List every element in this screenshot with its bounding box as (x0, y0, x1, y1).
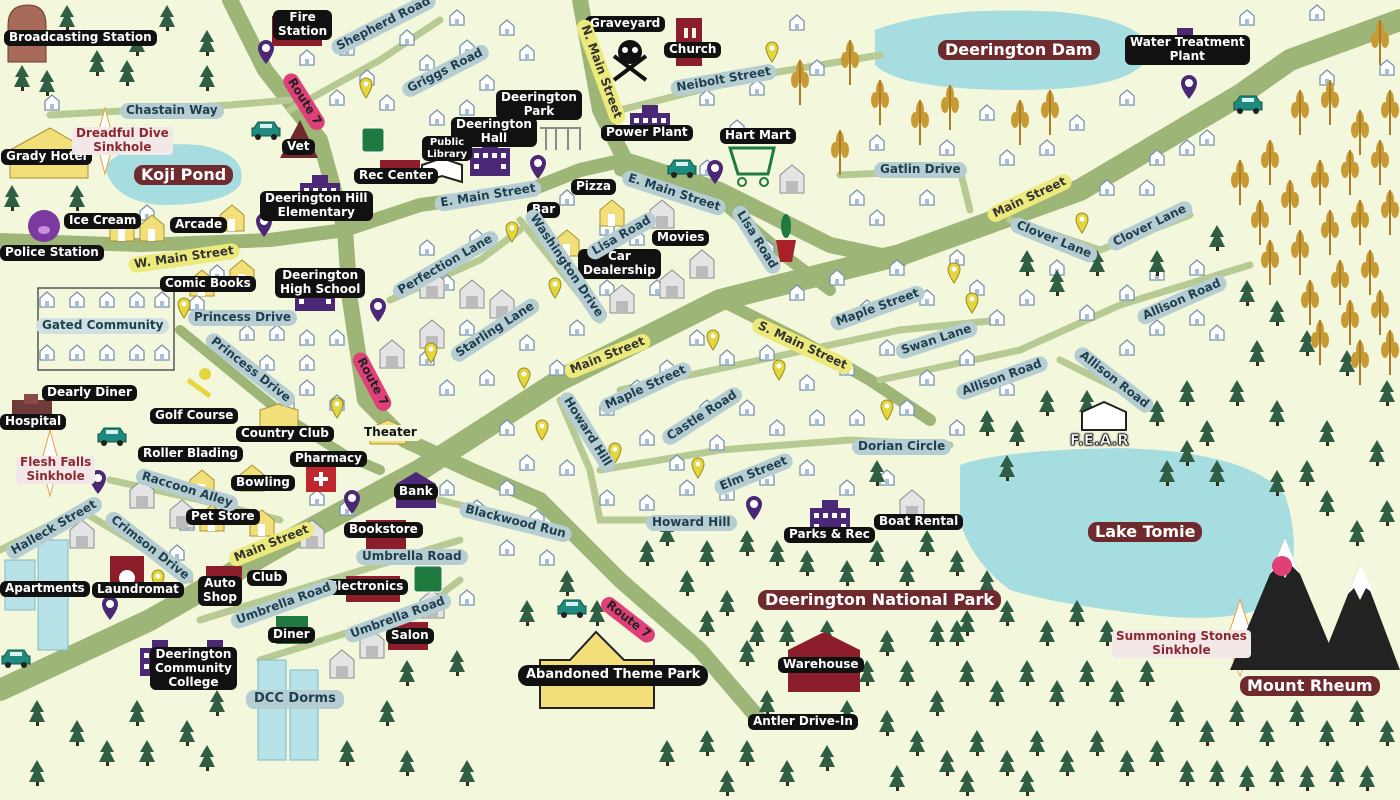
police-station-label: Police Station (0, 245, 104, 261)
mug-icon-2 (413, 565, 443, 593)
pig-icon (28, 210, 60, 242)
fear-label: F.E.A.R (1070, 431, 1129, 449)
power-plant-label: Power Plant (601, 125, 693, 141)
arcade-label: Arcade (170, 217, 228, 233)
koji-pond-label: Koji Pond (134, 165, 234, 186)
deerington-park-playground (540, 127, 581, 150)
dcc-dorms-label: DCC Dorms (246, 690, 344, 709)
pharmacy-building (306, 466, 336, 492)
bowling-label: Bowling (231, 475, 295, 491)
warehouse-label: Warehouse (778, 657, 864, 673)
community-college-label: Deerington Community College (150, 647, 237, 691)
ice-cream-label: Ice Cream (64, 213, 142, 229)
dreadful-dive-sinkhole-label: Dreadful Dive Sinkhole (72, 126, 173, 155)
broadcasting-station-label: Broadcasting Station (4, 30, 157, 46)
gated-community-label: Gated Community (36, 318, 170, 334)
princess-drive-label-1: Princess Drive (188, 310, 298, 326)
movies-label: Movies (652, 230, 710, 246)
roller-blading-label: Roller Blading (138, 446, 244, 462)
diner-label: Diner (268, 627, 315, 643)
boat-rental-label: Boat Rental (874, 514, 964, 530)
national-park-label: Deerington National Park (758, 590, 1001, 611)
chastain-road (46, 96, 294, 119)
vet-label: Vet (282, 139, 315, 155)
pet-store-label: Pet Store (186, 509, 260, 525)
summoning-stones-sinkhole-label: Summoning Stones Sinkhole (1112, 629, 1251, 658)
fear-building (1081, 400, 1127, 431)
mount-rheum-label: Mount Rheum (1240, 676, 1380, 697)
graveyard-label: Graveyard (585, 16, 666, 32)
high-school-label: Deerington High School (275, 268, 366, 298)
hart-mart-cart (727, 146, 776, 187)
elementary-label: Deerington Hill Elementary (260, 191, 373, 221)
country-club-label: Country Club (236, 426, 334, 442)
allison-road (876, 261, 1254, 384)
lake-tomie-label: Lake Tomie (1088, 522, 1203, 543)
hart-mart-label: Hart Mart (720, 128, 796, 144)
golfer-icon (186, 368, 212, 399)
skull-crossbones (612, 40, 648, 82)
club-label: Club (247, 570, 288, 586)
hospital-label: Hospital (0, 414, 67, 430)
parks-rec-label: Parks & Rec (784, 527, 875, 543)
antler-drive-in-label: Antler Drive-In (748, 714, 858, 730)
bank-label: Bank (394, 484, 438, 500)
theater-label: Theater (359, 425, 422, 441)
apartments-label: Apartments (0, 581, 90, 597)
howard-hill-label-2: Howard Hill (646, 515, 737, 531)
dorian-circle-label: Dorian Circle (852, 439, 952, 455)
mount-rheum-mountains (1230, 538, 1400, 670)
chastain-way-label: Chastain Way (120, 103, 224, 119)
w-main-road (0, 153, 632, 252)
salon-label: Salon (386, 628, 434, 644)
umbrella-road-label-1: Umbrella Road (356, 549, 468, 565)
shepherd-griggs-road (286, 16, 444, 114)
plant-pot (776, 214, 796, 262)
auto-shop-label: Auto Shop (198, 576, 243, 606)
comic-books-label: Comic Books (160, 276, 256, 292)
dearly-diner-label: Dearly Diner (42, 385, 137, 401)
water-treatment-label: Water Treatment Plant (1125, 35, 1250, 65)
deerington-dam-label: Deerington Dam (938, 40, 1100, 61)
church-label: Church (664, 42, 722, 58)
mug-icon (361, 127, 385, 153)
fire-station-label: Fire Station (273, 10, 333, 40)
country-club-building (259, 403, 299, 429)
deerington-park-label: Deerington Park (496, 90, 582, 120)
golf-course-label: Golf Course (150, 408, 239, 424)
pizza-label: Pizza (571, 179, 616, 195)
bookstore-label: Bookstore (344, 522, 423, 538)
grady-hotel-label: Grady Hotel (1, 149, 92, 165)
deerington-hall-label: Deerington Hall (451, 117, 537, 147)
pharmacy-label: Pharmacy (290, 451, 367, 467)
flesh-falls-sinkhole-label: Flesh Falls Sinkhole (16, 455, 96, 484)
abandoned-theme-park-label: Abandoned Theme Park (518, 665, 709, 686)
laundromat-label: Laundromat (92, 582, 184, 598)
rec-center-label: Rec Center (354, 168, 438, 184)
gatlin-drive-label: Gatlin Drive (874, 162, 967, 178)
public-library-label: Public Library (422, 136, 473, 161)
electronics-label: Electronics (324, 579, 409, 595)
